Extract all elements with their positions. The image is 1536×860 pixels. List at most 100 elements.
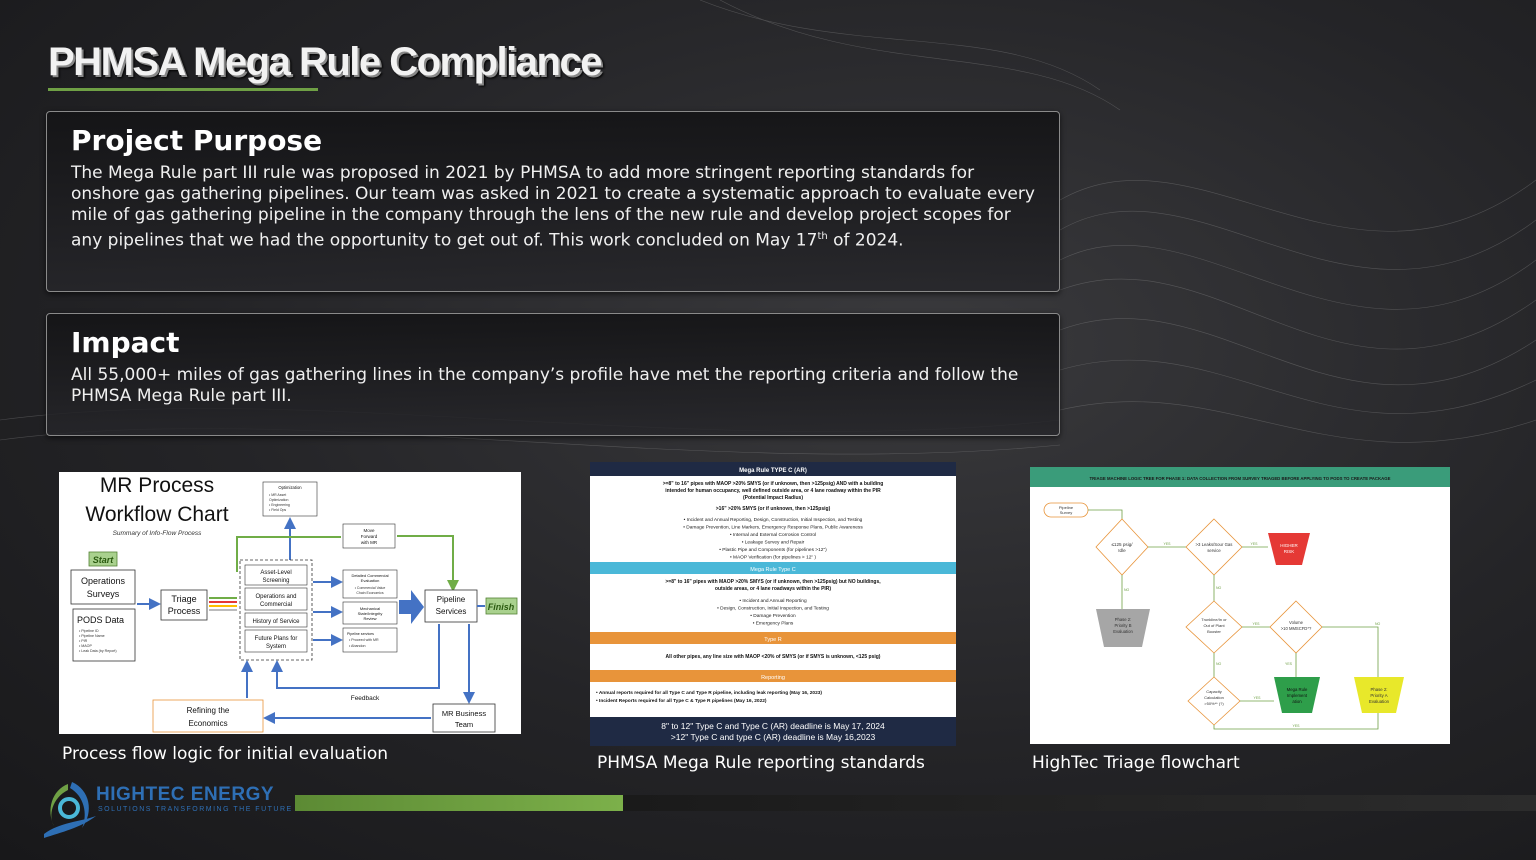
workflow-pods-5: • Leak Data (by Report) [79, 649, 117, 653]
standards-header1: Mega Rule TYPE C (AR) [739, 468, 807, 474]
workflow-refine-2: Economics [188, 719, 227, 728]
triage-survey-2: Survey [1060, 510, 1072, 515]
workflow-pods-4: • MAOP [79, 644, 92, 648]
workflow-mrbt-2: Team [455, 720, 473, 729]
workflow-pods: PODS Data [77, 615, 124, 625]
workflow-ps-1: Pipeline services [347, 632, 374, 636]
triage-q2-a: >3 Leaks/Sour Gas [1196, 542, 1233, 547]
footer-bar-dark [623, 795, 1536, 811]
standards-list1: • Incident and Annual Reporting, Design,… [683, 517, 863, 561]
standards-crit1-c: (Potential Impact Radius) [743, 495, 803, 501]
standards-header4: Reporting [761, 675, 785, 681]
workflow-surveys: Surveys [87, 589, 120, 599]
triage-flowchart-image: TRIAGE MACHINE LOGIC TREE FOR PHASE 1: D… [1030, 467, 1450, 744]
list2-item: • Design, Construction, Initial Inspecti… [717, 606, 829, 612]
footer-bar-green [295, 795, 623, 811]
project-purpose-panel: Project Purpose The Mega Rule part III r… [46, 111, 1060, 292]
impact-body: All 55,000+ miles of gas gathering lines… [71, 365, 1019, 406]
triage-yes-2: YES [1250, 542, 1258, 546]
workflow-refine-1: Refining the [187, 706, 230, 715]
impact-panel: Impact All 55,000+ miles of gas gatherin… [46, 313, 1060, 436]
standards-table-image: Mega Rule TYPE C (AR) >=8" to 16" pipes … [590, 462, 956, 746]
workflow-comm-eval-4: Chain Economics [356, 591, 383, 595]
workflow-ps-2: • Proceed with MR [349, 638, 379, 642]
workflow-comm-eval-3: • Commercial Value [355, 586, 386, 590]
triage-q5-c: >50%** (?) [1204, 701, 1224, 706]
triage-mr-2: Implement [1287, 693, 1308, 698]
triage-q5-a: Capacity [1206, 689, 1222, 694]
triage-p2a-1: Phase 2: [1371, 687, 1388, 692]
workflow-opt-2: Optimization [269, 498, 289, 502]
list1-item: • MAOP Verification (for pipelines > 12"… [730, 555, 816, 561]
triage-no-2: NO [1216, 586, 1222, 590]
standards-crit1-b: intended for human occupancy, well defin… [665, 488, 881, 494]
workflow-move-1: Move [363, 528, 375, 533]
list2-item: • Damage Prevention [750, 613, 796, 619]
workflow-comm-eval-2: Evaluation [361, 578, 380, 583]
triage-q2-b: service [1207, 548, 1221, 553]
workflow-ops-comm-1: Operations and [255, 594, 296, 600]
workflow-subtitle: Summary of Info-Flow Process [113, 530, 203, 537]
triage-q4-b: >10 MMSCFD*? [1281, 626, 1312, 631]
standards-svg: Mega Rule TYPE C (AR) >=8" to 16" pipes … [590, 462, 956, 746]
page-title: PHMSA Mega Rule Compliance [48, 40, 602, 84]
triage-yes-6: YES [1292, 724, 1300, 728]
standards-rep1: • Annual reports required for all Type C… [596, 690, 822, 696]
logo-name: HIGHTEC ENERGY [96, 784, 275, 805]
standards-crit3: All other pipes, any line size with MAOP… [666, 654, 881, 660]
triage-q5-b: Calculation [1204, 695, 1224, 700]
triage-q1-a: ≤125 psig/ [1111, 542, 1133, 547]
triage-mr-3: ation [1292, 699, 1302, 704]
triage-yes-4: YES [1285, 662, 1293, 666]
project-purpose-heading: Project Purpose [71, 124, 323, 157]
workflow-mrbt-1: MR Business [442, 709, 486, 718]
workflow-mech-2: State/Integrity [358, 611, 383, 616]
workflow-feedback: Feedback [351, 695, 380, 702]
triage-yes-3: YES [1252, 622, 1260, 626]
triage-no-1: NO [1124, 588, 1130, 592]
triage-risk-2: RISK [1284, 549, 1295, 554]
workflow-future-2: System [266, 644, 286, 650]
workflow-history: History of Service [252, 619, 300, 625]
workflow-ops-comm-2: Commercial [260, 602, 292, 608]
workflow-mech-1: Mechanical [360, 606, 380, 611]
triage-q4-a: Volume [1289, 620, 1304, 625]
triage-p2a-2: Priority A [1370, 693, 1387, 698]
standards-crit2-b: outside areas, or 4 lane roadways within… [715, 586, 831, 592]
triage-yes-5: YES [1253, 696, 1261, 700]
triage-no-3: NO [1375, 622, 1381, 626]
workflow-finish: Finish [488, 602, 515, 612]
workflow-asset-2: Screening [262, 578, 289, 584]
triage-svg: TRIAGE MACHINE LOGIC TREE FOR PHASE 1: D… [1030, 467, 1450, 730]
workflow-pipeline-services-1: Pipeline [437, 595, 466, 604]
workflow-pods-2: • Pipeline Name [79, 634, 105, 638]
workflow-opt-1: • MR Asset [269, 493, 286, 497]
workflow-asset-1: Asset-Level [260, 570, 291, 576]
standards-deadline1: 8" to 12" Type C and Type C (AR) deadlin… [661, 721, 885, 731]
standards-crit2-a: >=8" to 16" pipes with MAOP >20% SMYS (o… [665, 579, 881, 585]
purpose-body-end: of 2024. [827, 230, 904, 251]
workflow-chart-svg: MR Process Workflow Chart Summary of Inf… [70, 474, 518, 733]
workflow-ops: Operations [81, 576, 126, 586]
list2-item: • Incident and Annual Reporting [739, 598, 807, 604]
purpose-body-text: The Mega Rule part III rule was proposed… [71, 163, 1035, 251]
triage-caption: HighTec Triage flowchart [1032, 753, 1240, 773]
project-purpose-body: The Mega Rule part III rule was proposed… [71, 163, 1035, 252]
list2-item: • Emergency Plans [753, 621, 794, 627]
triage-q1-b: Idle [1118, 548, 1126, 553]
triage-p2b-1: Phase 2: [1115, 617, 1132, 622]
standards-crit1b: >16" >20% SMYS (or if unknown, then >125… [716, 506, 831, 512]
workflow-chart-image: MR Process Workflow Chart Summary of Inf… [59, 472, 521, 734]
workflow-optimization: Optimization [278, 485, 302, 490]
workflow-mech-3: Review [363, 616, 376, 621]
workflow-caption: Process flow logic for initial evaluatio… [62, 744, 389, 764]
workflow-start: Start [93, 555, 115, 565]
triage-yes-1: YES [1163, 542, 1171, 546]
list1-item: • Plastic Pipe and Components (for pipel… [719, 547, 827, 553]
list1-item: • Internal and External Corrosion Contro… [730, 532, 816, 538]
triage-p2b-3: Evaluation [1113, 629, 1133, 634]
workflow-title-2: Workflow Chart [85, 503, 228, 526]
workflow-triage-2: Process [168, 606, 201, 616]
workflow-pods-3: • PIR [79, 639, 88, 643]
standards-crit1-a: >=8" to 16" pipes with MAOP >20% SMYS (o… [663, 481, 884, 487]
